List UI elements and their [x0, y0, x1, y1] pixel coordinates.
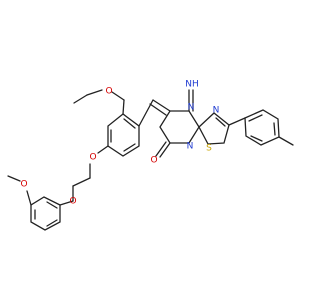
carbonyl-bond: [159, 142, 171, 158]
carbonyl-oxygen-label: O: [150, 156, 157, 166]
central-benzene-double-3: [123, 118, 136, 129]
lower-benzene-double-1: [46, 201, 58, 209]
lower-benzene-double-3: [46, 219, 58, 227]
sulfur-label: S: [206, 144, 212, 154]
ether-oxygen-2-label: O: [69, 197, 76, 207]
methoxy-oxygen-label: O: [20, 180, 27, 190]
structure-svg: NH N N N S O O O O O: [7, 80, 294, 231]
bond-layer: [7, 89, 294, 231]
ethoxy-oxygen-label: O: [105, 87, 112, 97]
right-benzene-double-2: [273, 122, 276, 136]
ring-n-bottom-label: N: [187, 142, 194, 152]
methoxy-bond-2: [7, 175, 21, 182]
ether-bond-3: [72, 177, 91, 187]
methine-link-2: [152, 99, 171, 112]
ethoxy-bond-1: [86, 89, 103, 96]
ether-oxygen-1-label: O: [89, 153, 96, 163]
pyrimidine-ring: [159, 110, 200, 144]
aryl-ether-bond: [59, 200, 74, 206]
ethoxy-bond-4: [73, 94, 88, 104]
ethoxy-bond-2: [111, 91, 125, 101]
ether-bond-1: [97, 145, 109, 154]
ethoxy-bond-3: [122, 99, 125, 115]
imine-label: NH: [185, 80, 199, 90]
methoxy-bond-1: [26, 190, 32, 206]
thiadiazole-double: [215, 117, 226, 127]
carbonyl-double-bond: [155, 141, 167, 157]
right-aryl-link: [228, 117, 246, 126]
thiadiazole-ring: [198, 112, 230, 145]
methyl-bond: [278, 136, 294, 146]
right-benzene-double-3: [250, 135, 263, 142]
central-benzene-double-2: [123, 143, 136, 152]
ring-n-top-label: N: [188, 103, 195, 113]
ring-n-right-label: N: [213, 106, 220, 116]
lower-benzene-ring: [30, 196, 61, 231]
right-benzene-double-1: [248, 114, 263, 122]
central-benzene-ring: [107, 113, 140, 157]
label-layer: NH N N N S O O O O O: [20, 80, 219, 207]
molecule-diagram: NH N N N S O O O O O: [7, 79, 294, 231]
methine-link-double: [149, 103, 167, 116]
